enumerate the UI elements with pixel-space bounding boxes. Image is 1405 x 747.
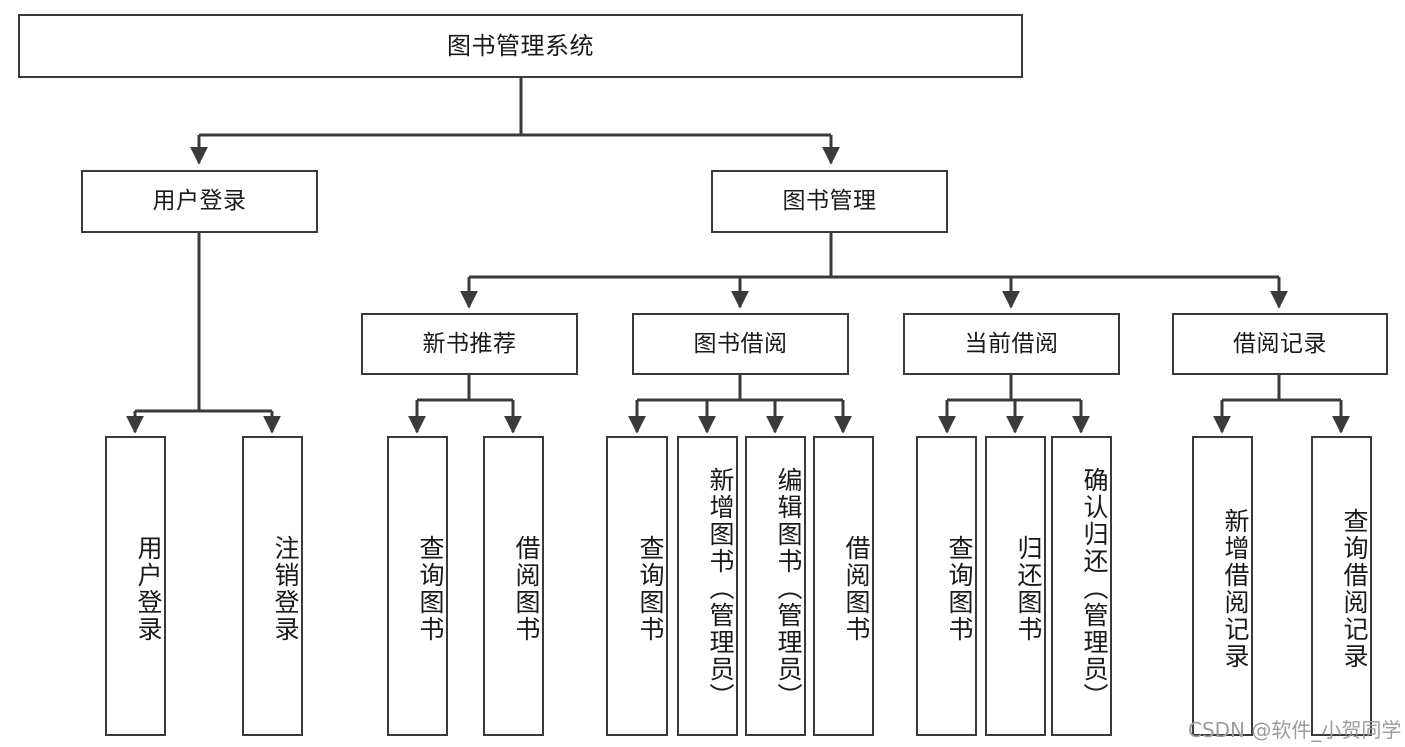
node-label: 用户登录	[152, 188, 247, 215]
node-leaf-query-book-borrow[interactable]: 查询图书	[606, 436, 668, 736]
node-label: 查询借阅记录	[1340, 508, 1369, 670]
node-book-borrow[interactable]: 图书借阅	[632, 313, 849, 375]
node-label: 借阅记录	[1233, 330, 1327, 357]
node-label: 当前借阅	[964, 330, 1059, 357]
node-leaf-user-login[interactable]: 用户登录	[105, 436, 166, 736]
node-label: 图书管理	[782, 188, 877, 215]
node-leaf-query-borrow-record[interactable]: 查询借阅记录	[1311, 436, 1372, 736]
node-leaf-edit-book[interactable]: 编辑图书（管理员）	[745, 436, 806, 736]
node-label: 注销登录	[271, 535, 300, 643]
node-label: 借阅图书	[842, 535, 871, 643]
node-label: 归还图书	[1014, 535, 1043, 643]
node-label: 查询图书	[416, 535, 445, 643]
csdn-watermark: CSDN @软件_小贺同学	[1188, 718, 1402, 742]
node-user-login[interactable]: 用户登录	[81, 170, 318, 233]
node-root-system[interactable]: 图书管理系统	[18, 14, 1023, 78]
node-label: 编辑图书（管理员）	[774, 466, 803, 710]
node-label: 确认归还（管理员）	[1080, 466, 1109, 710]
node-label: 新增图书（管理员）	[706, 466, 735, 710]
node-borrow-record[interactable]: 借阅记录	[1172, 313, 1388, 375]
node-leaf-query-book-recommend[interactable]: 查询图书	[387, 436, 448, 736]
node-new-book-recommend[interactable]: 新书推荐	[361, 313, 578, 375]
node-leaf-return-book[interactable]: 归还图书	[985, 436, 1046, 736]
node-label: 新书推荐	[422, 330, 517, 357]
node-leaf-query-book-current[interactable]: 查询图书	[916, 436, 977, 736]
node-label: 图书管理系统	[447, 32, 594, 60]
node-current-borrow[interactable]: 当前借阅	[903, 313, 1120, 375]
node-label: 用户登录	[134, 535, 163, 643]
node-leaf-borrow-book[interactable]: 借阅图书	[813, 436, 874, 736]
node-leaf-logout-login[interactable]: 注销登录	[242, 436, 303, 736]
node-label: 查询图书	[945, 535, 974, 643]
node-book-management[interactable]: 图书管理	[711, 170, 948, 233]
node-leaf-add-book[interactable]: 新增图书（管理员）	[677, 436, 738, 736]
node-label: 查询图书	[636, 535, 665, 643]
node-leaf-add-borrow-record[interactable]: 新增借阅记录	[1192, 436, 1253, 736]
node-leaf-confirm-return[interactable]: 确认归还（管理员）	[1051, 436, 1112, 736]
node-label: 图书借阅	[693, 330, 788, 357]
node-label: 新增借阅记录	[1221, 508, 1250, 670]
node-leaf-borrow-book-recommend[interactable]: 借阅图书	[483, 436, 544, 736]
node-label: 借阅图书	[512, 535, 541, 643]
